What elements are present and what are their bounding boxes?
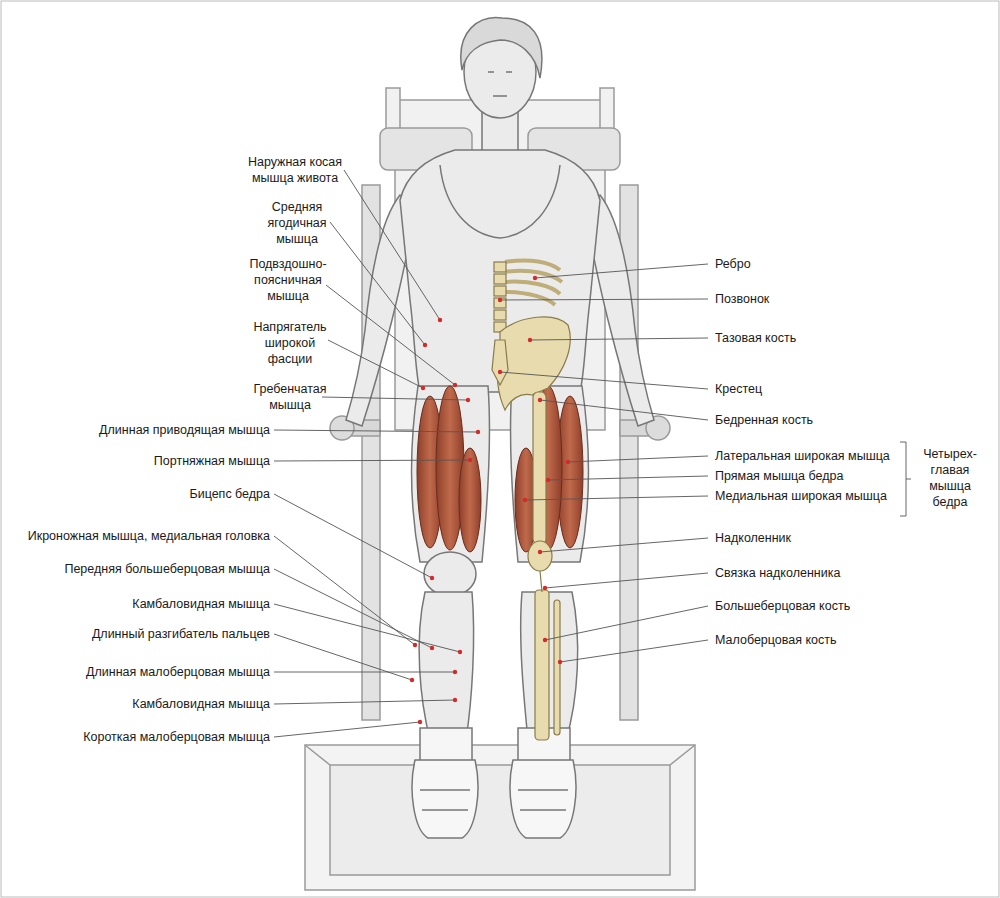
part-label: Наружная косая мышца живота — [240, 154, 350, 186]
part-label: Подвздошно-поясничная мышца — [243, 256, 333, 304]
part-label: Большеберцовая кость — [715, 598, 850, 614]
part-label: Малоберцовая кость — [715, 632, 837, 648]
part-label: Крестец — [715, 381, 762, 397]
part-label: Длинная приводящая мышца — [99, 422, 270, 438]
part-label: Длинная малоберцовая мышца — [86, 664, 270, 680]
part-label: Средняя ягодичная мышца — [262, 199, 332, 247]
part-label: Медиальная широкая мышца — [715, 488, 887, 504]
leader-dots — [410, 276, 570, 724]
leader-lines — [274, 170, 911, 737]
quadriceps — [417, 386, 583, 552]
part-label: Тазовая кость — [715, 330, 796, 346]
part-label: Бицепс бедра — [189, 486, 270, 502]
part-label: Передняя большеберцовая мышца — [64, 561, 270, 577]
part-label: Бедренная кость — [715, 412, 813, 428]
part-label: Камбаловидная мышца — [132, 696, 270, 712]
machine — [305, 88, 695, 890]
part-label: Позвонок — [715, 291, 769, 307]
part-label: Портняжная мышца — [154, 453, 270, 469]
part-label: Напрягатель широкой фасции — [250, 319, 330, 367]
part-label: Прямая мышца бедра — [715, 468, 843, 484]
figure — [346, 18, 654, 838]
part-label: Четырех-главая мышца бедра — [914, 446, 986, 510]
part-label: Надколенник — [715, 530, 791, 546]
part-label: Ребро — [715, 256, 751, 272]
part-label: Латеральная широкая мышца — [715, 448, 890, 464]
part-label: Икроножная мышца, медиальная головка — [28, 528, 270, 544]
part-label: Связка надколенника — [715, 565, 840, 581]
part-label: Длинный разгибатель пальцев — [92, 626, 270, 642]
part-label: Гребенчатая мышца — [250, 381, 330, 413]
part-label: Короткая малоберцовая мышца — [83, 729, 270, 745]
part-label: Камбаловидная мышца — [132, 596, 270, 612]
